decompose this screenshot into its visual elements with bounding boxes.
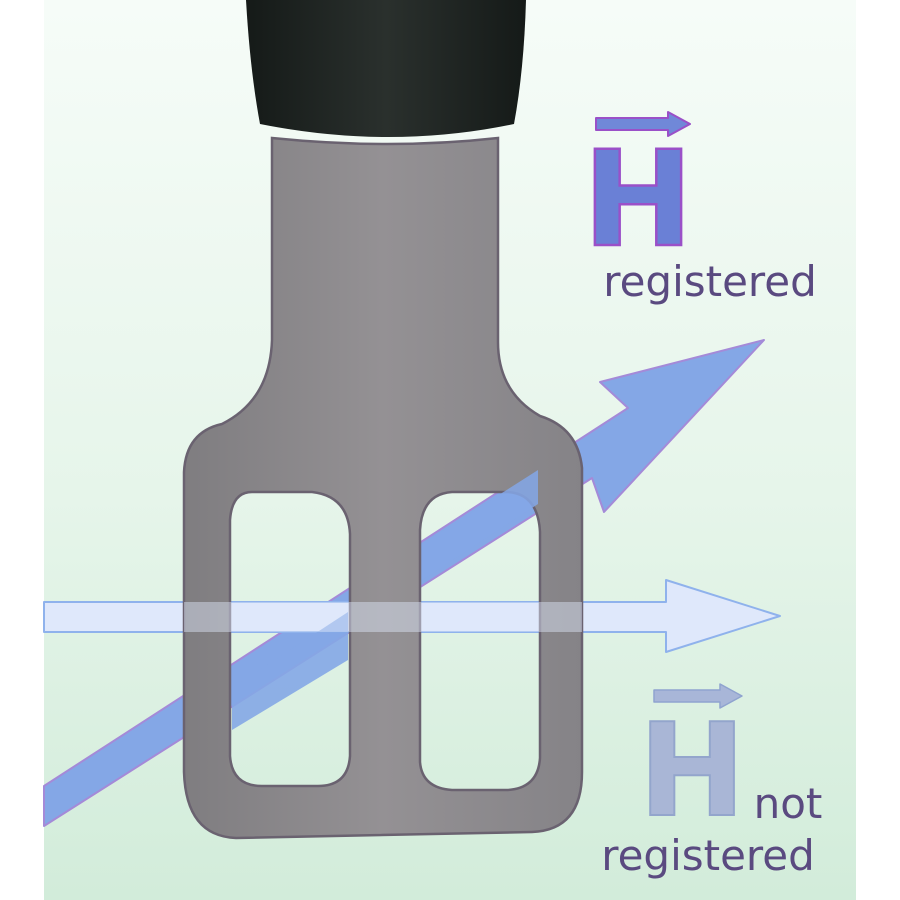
registered-label: H registered bbox=[582, 111, 817, 306]
registered-symbol: H bbox=[583, 123, 693, 277]
registered-arrow-through-windows bbox=[232, 470, 538, 730]
registered-caption: registered bbox=[603, 257, 817, 306]
not-registered-vector-arrow-icon bbox=[653, 683, 743, 709]
probe-body bbox=[182, 136, 584, 840]
not-registered-label: H not registered bbox=[601, 683, 823, 880]
not-registered-caption-line1: not bbox=[754, 779, 823, 828]
probe-handle bbox=[246, 0, 526, 137]
registered-vector-arrow-icon bbox=[595, 111, 691, 137]
not-registered-symbol: H bbox=[638, 697, 745, 846]
not-registered-caption-line2: registered bbox=[601, 831, 815, 880]
not-registered-arrow-overlay bbox=[184, 602, 582, 632]
